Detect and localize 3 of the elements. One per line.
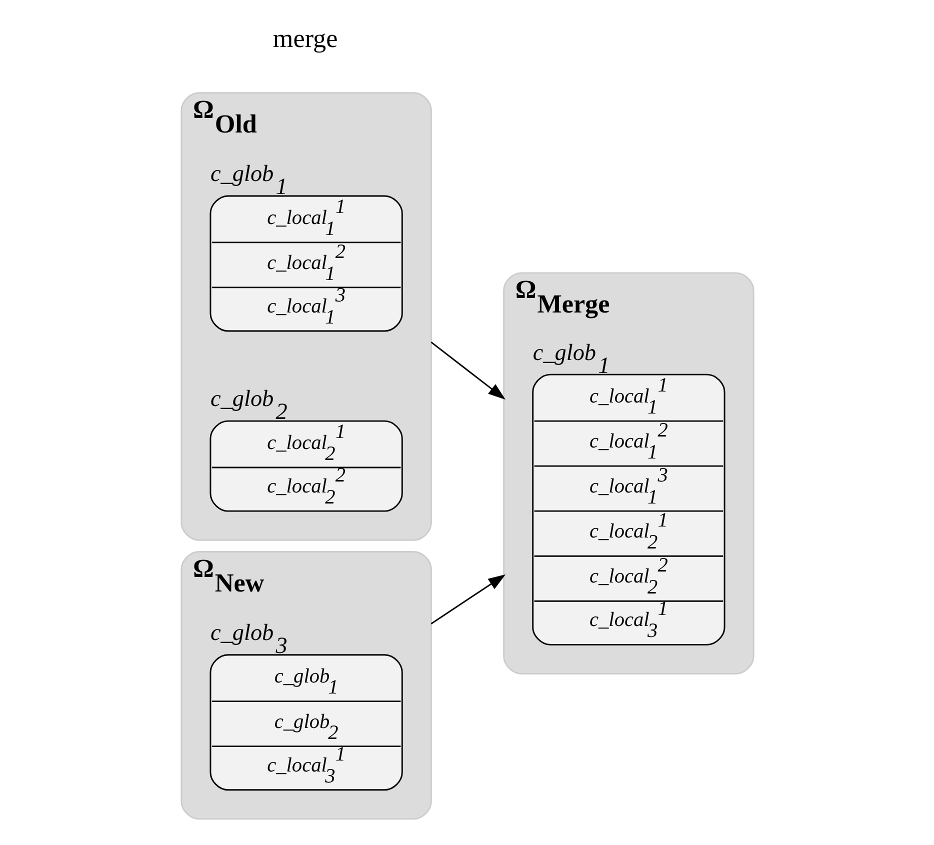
label: merge	[272, 24, 338, 53]
arrow	[430, 574, 506, 624]
arrow	[430, 342, 506, 400]
